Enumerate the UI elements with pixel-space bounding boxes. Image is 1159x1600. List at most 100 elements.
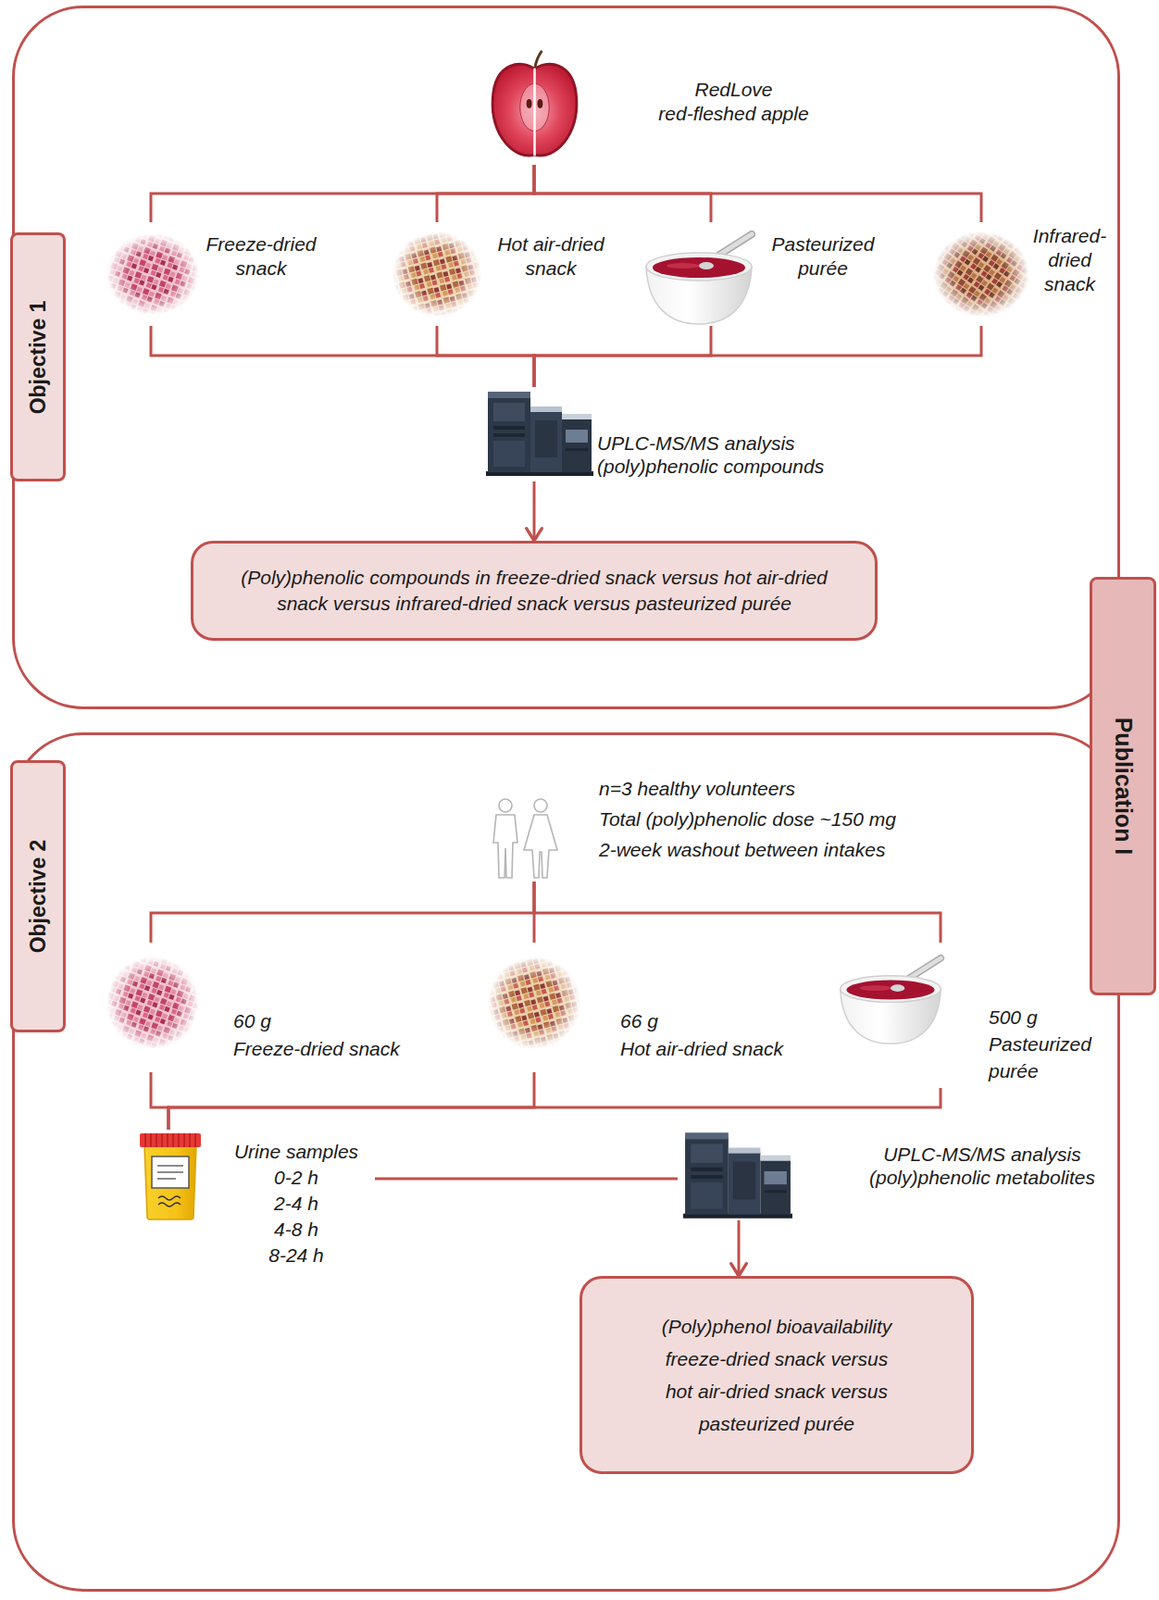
node-label: 500 g (988, 1003, 1105, 1031)
word: 60 (233, 1009, 255, 1032)
connector (150, 325, 535, 387)
urine-container (139, 1133, 201, 1220)
word: 66 (620, 1009, 642, 1032)
word: infrared-dried (396, 592, 512, 614)
node-label: (Poly)phenol bioavailability freeze-drie… (650, 1309, 903, 1440)
word: hot (665, 1380, 693, 1402)
word: (poly)phenolic (646, 808, 768, 830)
word: 4-8 (274, 1218, 302, 1240)
word: UPLC-MS/MS (883, 1143, 1006, 1165)
word: air-dried (656, 1037, 728, 1060)
publication-tab: Publication I (1089, 576, 1157, 996)
hot-air-dried-pile (487, 956, 581, 1049)
intake-item: 66 gHot air-dried snack (490, 942, 811, 1072)
node-label: 2-4 h (222, 1190, 371, 1217)
product-item: Pasteurized purée (638, 222, 885, 326)
word: snack (236, 257, 287, 279)
result-box: (Poly)phenol bioavailability freeze-drie… (579, 1275, 974, 1474)
objective-panel: Objective 1 RedLove red-fleshed appleFree… (12, 5, 1121, 710)
word: 2-week (598, 838, 662, 860)
node-label: Total (poly)phenolic dose ~150 mg (598, 803, 914, 835)
objective-tab: Objective 1 (10, 232, 66, 482)
uplc-instrument (683, 1132, 793, 1219)
text-column: RedLove red-fleshed apple (648, 77, 820, 126)
result-box: (Poly)phenolic compounds in freeze-dried… (190, 540, 878, 641)
node-label: Pasteurized purée (988, 1030, 1105, 1085)
node-label: 0-2 h (222, 1164, 371, 1191)
word: versus (333, 592, 391, 614)
text-column: Urine samples0-2 h2-4 h4-8 h8-24 h (222, 1138, 371, 1269)
word: Freeze-dried (233, 1037, 344, 1060)
word: freeze-dried (496, 566, 600, 588)
word: pasteurized (635, 592, 737, 614)
text-column: Hot air-dried snack (481, 232, 621, 281)
puree-bowl (646, 234, 752, 325)
text-column: (Poly)phenol bioavailability freeze-drie… (650, 1309, 903, 1440)
connector (150, 164, 535, 223)
word: 500 (988, 1006, 1022, 1028)
text-column: 66 gHot air-dried snack (620, 1007, 806, 1063)
volunteers-item: n=3 healthy volunteersTotal (poly)phenol… (473, 768, 919, 882)
word: g (260, 1009, 272, 1032)
node-label: Hot air-dried snack (481, 232, 621, 281)
node-label: 4-8 h (222, 1216, 371, 1243)
connector (436, 325, 535, 387)
word: n=3 (598, 777, 633, 799)
connector (168, 1087, 941, 1130)
word: pasteurized (698, 1412, 800, 1434)
tab-label: Objective 1 (27, 299, 50, 414)
connector (150, 1071, 169, 1130)
connector (168, 1071, 535, 1130)
word: snack (732, 1037, 784, 1060)
text-column: UPLC-MS/MS analysis (poly)phenolic compo… (597, 431, 866, 478)
word: air-dried (697, 1380, 770, 1402)
word: (poly)phenolic (869, 1166, 991, 1188)
word: 8-24 (268, 1244, 308, 1266)
analysis-item: UPLC-MS/MS analysis (poly)phenolic compo… (481, 386, 871, 482)
word: washout (667, 838, 740, 860)
node-label: Infrared-dried snack (1025, 224, 1114, 297)
node-label: n=3 healthy volunteers (598, 772, 914, 804)
infrared-dried-pile (933, 231, 1030, 317)
word: air-dried (756, 566, 828, 588)
word: Urine (234, 1140, 281, 1162)
word: purée (988, 1059, 1039, 1082)
word: versus (573, 592, 631, 614)
connector (150, 881, 535, 943)
word: apple (760, 102, 809, 125)
word: snack (774, 1347, 826, 1370)
word: UPLC-MS/MS (597, 432, 720, 454)
word: h (312, 1244, 325, 1266)
intake-item: 60 gFreeze-dried snack (103, 942, 419, 1072)
node-label: UPLC-MS/MS analysis (poly)phenolic compo… (597, 431, 866, 478)
tab-label: Publication I (1111, 717, 1135, 856)
apple-item: RedLove red-fleshed apple (481, 46, 829, 165)
connector (534, 325, 982, 387)
word: 0-2 (274, 1166, 302, 1188)
word: (Poly)phenol (661, 1315, 772, 1337)
word: purée (741, 592, 792, 614)
word: snack (516, 592, 568, 614)
connector (374, 1177, 678, 1181)
word: bioavailability (775, 1315, 892, 1337)
word: air-dried (533, 233, 605, 255)
node-label: Urine samples (222, 1138, 371, 1165)
objective-tab: Objective 2 (10, 760, 66, 1033)
word: in (475, 566, 491, 588)
word: snack (605, 566, 657, 588)
word: Freeze-dried (205, 233, 316, 255)
word: versus (830, 1347, 888, 1370)
word: g (1026, 1006, 1038, 1028)
node-label: 8-24 h (222, 1242, 371, 1269)
text-column: Freeze-dried snack (196, 232, 326, 281)
text-column: Pasteurized purée (763, 232, 883, 281)
uplc-instrument (486, 391, 594, 476)
word: RedLove (694, 78, 773, 100)
connector (436, 164, 535, 223)
word: compounds (723, 455, 825, 477)
node-label: Pasteurized purée (763, 232, 883, 281)
text-column: n=3 healthy volunteersTotal (poly)phenol… (598, 772, 914, 865)
word: freeze-dried (665, 1347, 770, 1370)
tab-label: Objective 2 (27, 839, 50, 954)
